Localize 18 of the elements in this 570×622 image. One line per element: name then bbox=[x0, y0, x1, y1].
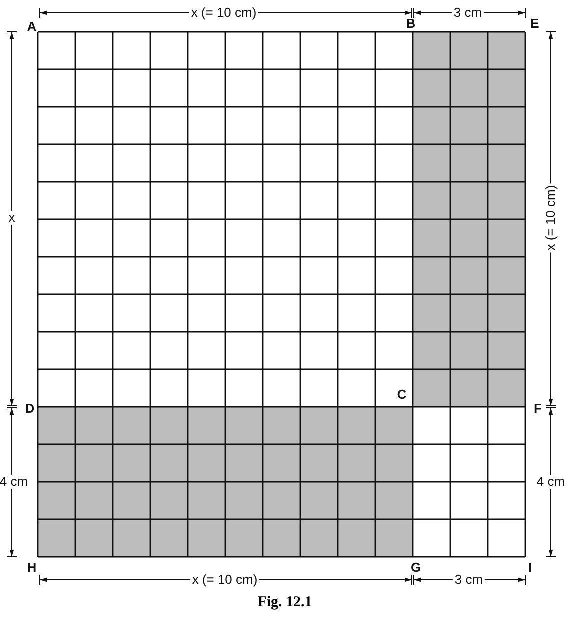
dimension-label: x (= 10 cm) bbox=[544, 183, 558, 253]
point-label: C bbox=[396, 388, 408, 402]
figure-caption: Fig. 12.1 bbox=[258, 594, 312, 612]
dimension-label: x (= 10 cm) bbox=[190, 573, 260, 587]
dimension-label: 4 cm bbox=[0, 475, 30, 489]
dimension-label: 4 cm bbox=[534, 475, 568, 489]
point-label: E bbox=[530, 17, 540, 31]
point-label: G bbox=[410, 561, 422, 575]
point-label: I bbox=[527, 561, 533, 575]
point-label: H bbox=[26, 561, 38, 575]
dimension-label: x bbox=[6, 211, 18, 225]
point-label: B bbox=[405, 17, 417, 31]
dimension-label: x (= 10 cm) bbox=[189, 6, 259, 20]
dimension-label: 3 cm bbox=[452, 6, 484, 20]
point-label: D bbox=[24, 402, 36, 416]
dimension-label: 3 cm bbox=[452, 573, 486, 587]
point-label: A bbox=[26, 20, 38, 34]
point-label: F bbox=[533, 402, 543, 416]
